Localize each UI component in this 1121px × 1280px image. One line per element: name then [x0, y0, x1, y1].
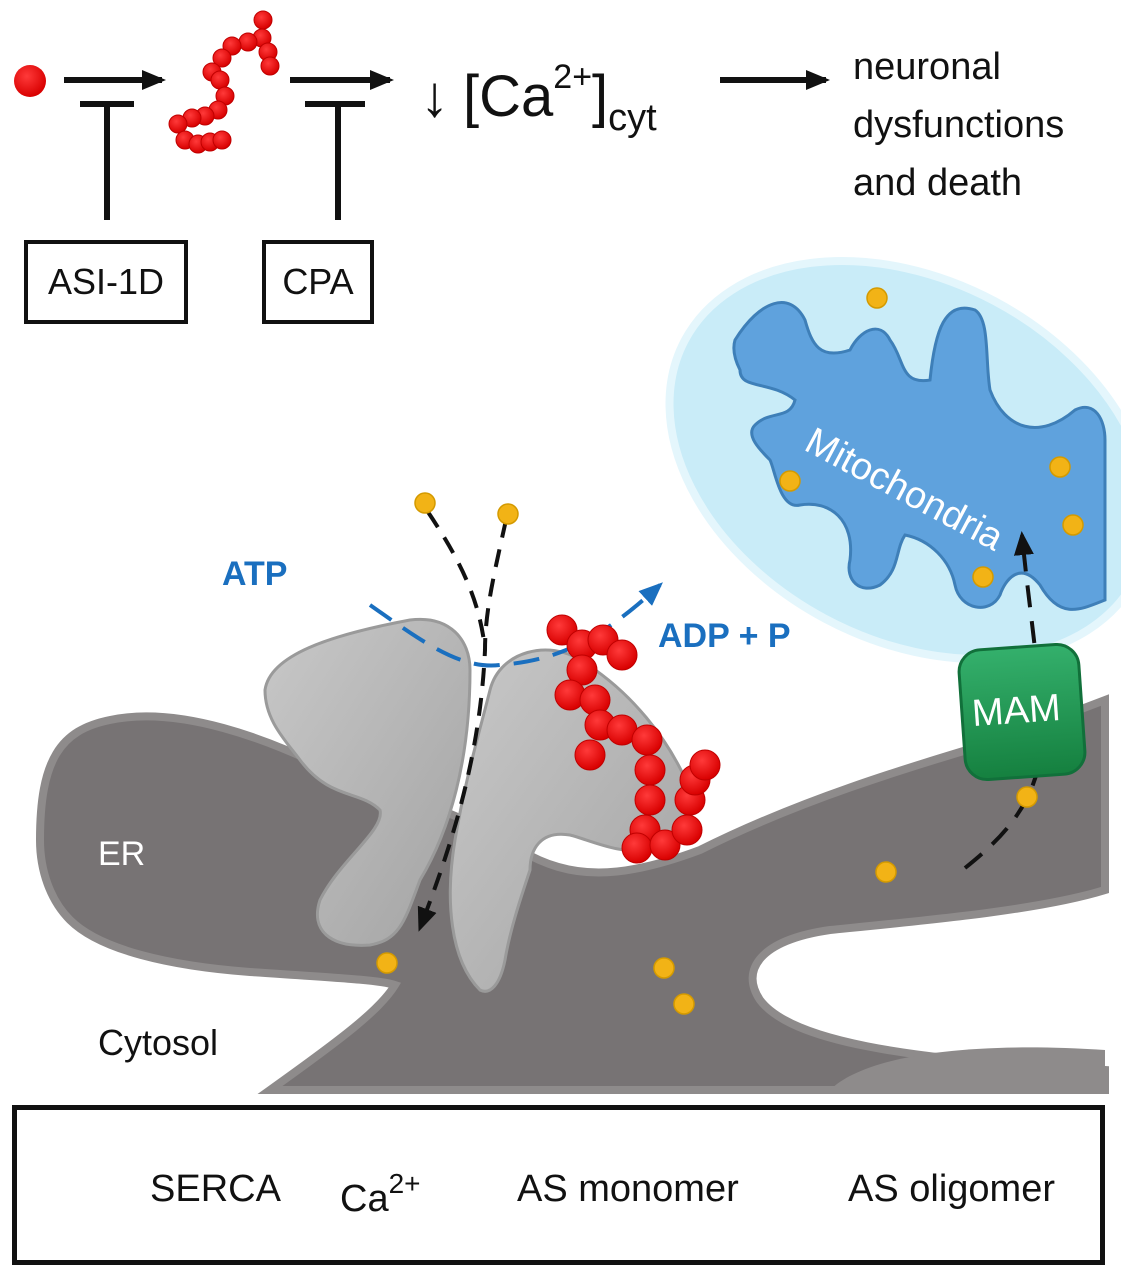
calcium-ion [673, 993, 695, 1015]
calcium-ion [1049, 456, 1071, 478]
oligomer-bead [574, 739, 606, 771]
calcium-ion [376, 952, 398, 974]
decrease-arrow: ↓ [420, 64, 449, 129]
oligomer-bead [566, 654, 598, 686]
open-bracket: [ [463, 64, 480, 129]
oligomer-bead [212, 130, 232, 150]
legend-serca-label: SERCA [150, 1168, 281, 1210]
inhibition-bar-cpa [305, 101, 365, 220]
calcium-ion [653, 957, 675, 979]
oligomer-bead [606, 639, 638, 671]
oligomer-bead [238, 32, 258, 52]
close-bracket: ] [592, 64, 609, 129]
calcium-ion [497, 503, 519, 525]
oligomer-bead [621, 832, 653, 864]
mitochondria [665, 257, 1121, 663]
oligomer-bead [168, 114, 188, 134]
charge: 2+ [553, 58, 593, 96]
calcium-uptake-path [417, 510, 508, 932]
oligomer-bead [631, 724, 663, 756]
calcium-ion [875, 861, 897, 883]
as-monomer-icon [14, 65, 46, 97]
outcome-line: neuronal [853, 46, 1001, 88]
cytosolic-calcium-decrease: ↓[Ca2+]cyt [420, 58, 657, 140]
species: Ca [479, 64, 554, 129]
atp-label: ATP [222, 555, 288, 593]
atp-hydrolysis-arrow [368, 582, 663, 668]
oligomer-bead [260, 56, 280, 76]
outcome-line: and death [853, 162, 1023, 204]
legend-as-oligomer-label: AS oligomer [848, 1168, 1055, 1210]
mam-label: MAM [970, 686, 1062, 736]
calcium-ion [414, 492, 436, 514]
calcium-ion [972, 566, 994, 588]
cytosol-label: Cytosol [98, 1022, 219, 1063]
oligomer-bead [212, 48, 232, 68]
adp-label: ADP + P [658, 617, 791, 655]
inhibitor-box-asi-1d: ASI-1D [24, 240, 188, 324]
inhibitor-label: CPA [282, 261, 354, 302]
legend: SERCA Ca2+ AS monomer AS oligomer [12, 1105, 1105, 1265]
oligomer-bead [253, 10, 273, 30]
legend-as-monomer-label: AS monomer [517, 1168, 739, 1210]
mam-complex [957, 642, 1087, 782]
inhibitor-box-cpa: CPA [262, 240, 374, 324]
oligomer-bead [210, 70, 230, 90]
calcium-ion [1016, 786, 1038, 808]
calcium-ion [779, 470, 801, 492]
compartment: cyt [608, 97, 657, 139]
calcium-ion [1062, 514, 1084, 536]
oligomer-bead [649, 829, 681, 861]
oligomer-bead [671, 814, 703, 846]
outcome-text: neuronal dysfunctions and death [853, 38, 1064, 212]
as-oligomer-icon [168, 10, 280, 154]
as-oligomer-bound [546, 614, 721, 864]
inhibitor-label: ASI-1D [47, 261, 165, 302]
oligomer-bead [634, 784, 666, 816]
oligomer-bead [689, 749, 721, 781]
pathway-row [14, 10, 830, 220]
calcium-ion [866, 287, 888, 309]
calcium-ions [376, 287, 1084, 1015]
legend-calcium-label: Ca2+ [340, 1168, 421, 1220]
inhibition-bar-asi [80, 101, 134, 220]
outcome-line: dysfunctions [853, 104, 1065, 146]
oligomer-bead [634, 754, 666, 786]
er-label: ER [98, 835, 146, 873]
